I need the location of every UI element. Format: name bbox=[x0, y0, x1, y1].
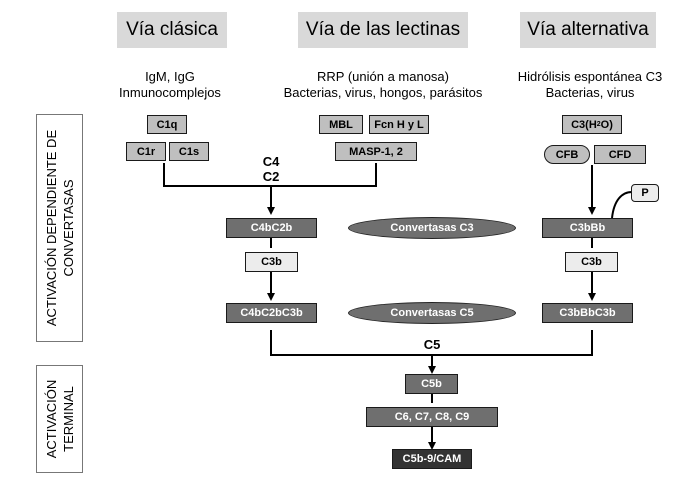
label-c3-convertases: Convertasas C3 bbox=[348, 217, 516, 239]
trigger-text: RRP (unión a manosa) bbox=[317, 69, 449, 84]
node-c3b-classical: C3b bbox=[245, 252, 298, 272]
header-lectin-pathway: Vía de las lectinas bbox=[298, 12, 468, 48]
node-cfb: CFB bbox=[544, 145, 590, 164]
properdin-link bbox=[611, 191, 633, 219]
phase-label-terminal: ACTIVACIÓN TERMINAL bbox=[36, 365, 83, 473]
phase-label-line: CONVERTASAS bbox=[60, 179, 76, 277]
node-mac: C5b-9/CAM bbox=[392, 449, 472, 469]
node-c3bbb: C3bBb bbox=[542, 218, 633, 238]
node-c1r: C1r bbox=[126, 142, 166, 161]
header-alternative-pathway: Vía alternativa bbox=[520, 12, 656, 48]
phase-label-line: ACTIVACIÓN bbox=[43, 379, 59, 459]
trigger-text: Bacterias, virus bbox=[545, 85, 635, 100]
label-c4: C4 bbox=[262, 154, 280, 169]
node-c5b: C5b bbox=[405, 374, 458, 394]
label-c5: C5 bbox=[423, 337, 441, 352]
node-c1q: C1q bbox=[147, 115, 187, 134]
triggers-alternative: Hidrólisis espontánea C3 Bacterias, viru… bbox=[500, 69, 680, 101]
label-c2: C2 bbox=[262, 169, 280, 184]
header-classical-pathway: Vía clásica bbox=[117, 12, 227, 48]
node-c4bc2bc3b: C4bC2bC3b bbox=[226, 303, 317, 323]
node-mbl: MBL bbox=[319, 115, 363, 134]
node-late-components: C6, C7, C8, C9 bbox=[366, 407, 498, 427]
trigger-text: Bacterias, virus, hongos, parásitos bbox=[283, 85, 483, 100]
phase-label-convertase-dependent: ACTIVACIÓN DEPENDIENTE DE CONVERTASAS bbox=[36, 114, 83, 342]
trigger-text: Inmunocomplejos bbox=[119, 85, 221, 100]
node-c1s: C1s bbox=[169, 142, 209, 161]
node-c3bbbc3b: C3bBbC3b bbox=[542, 303, 633, 323]
triggers-lectin: RRP (unión a manosa) Bacterias, virus, h… bbox=[268, 69, 498, 101]
node-properdin: P bbox=[631, 184, 659, 202]
phase-label-line: TERMINAL bbox=[60, 386, 76, 452]
node-c4bc2b: C4bC2b bbox=[226, 218, 317, 238]
label-c5-convertases: Convertasas C5 bbox=[348, 302, 516, 324]
triggers-classical: IgM, IgG Inmunocomplejos bbox=[95, 69, 245, 101]
node-ficolins: Fcn H y L bbox=[369, 115, 429, 134]
phase-label-line: ACTIVACIÓN DEPENDIENTE DE bbox=[43, 129, 59, 327]
node-c3b-alternative: C3b bbox=[565, 252, 618, 272]
node-masp: MASP-1, 2 bbox=[335, 142, 417, 161]
node-cfd: CFD bbox=[594, 145, 646, 164]
trigger-text: Hidrólisis espontánea C3 bbox=[517, 69, 663, 84]
trigger-text: IgM, IgG bbox=[145, 69, 195, 84]
